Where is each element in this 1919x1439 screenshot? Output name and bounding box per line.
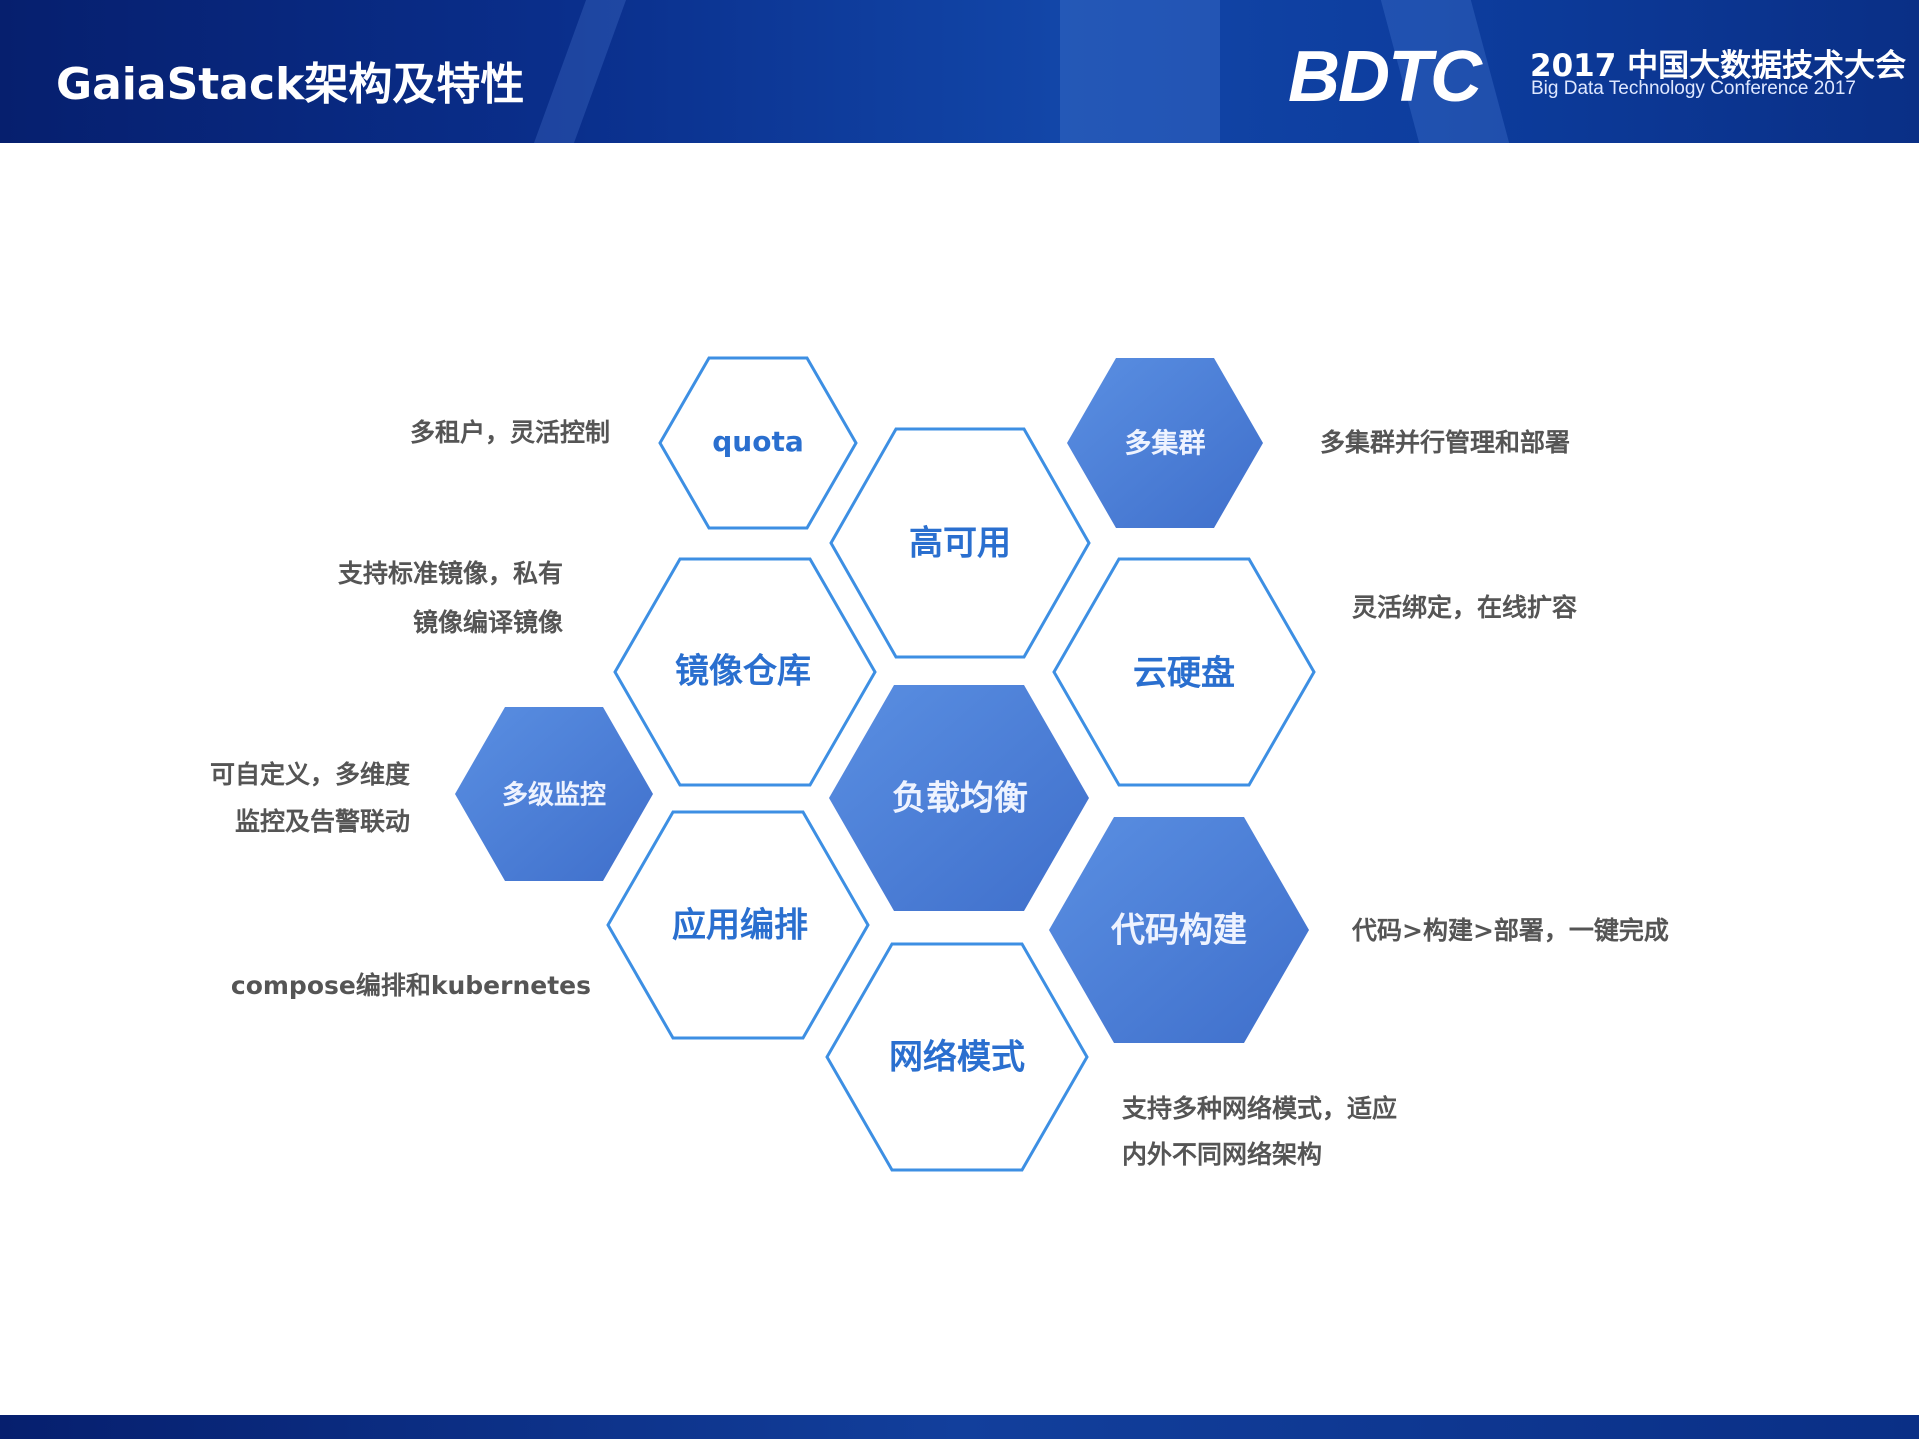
svg-text:应用编排: 应用编排 bbox=[672, 906, 808, 946]
hex-monitoring: 多级监控 bbox=[455, 707, 653, 881]
svg-text:quota: quota bbox=[712, 425, 804, 458]
svg-text:多集群: 多集群 bbox=[1125, 428, 1206, 460]
desc-code-build: 代码>构建>部署，一键完成 bbox=[1351, 916, 1669, 945]
desc-cloud-disk: 灵活绑定，在线扩容 bbox=[1352, 593, 1577, 622]
bdtc-logo: BDTC bbox=[1288, 37, 1482, 117]
slide-title: GaiaStack架构及特性 bbox=[56, 59, 525, 110]
svg-text:镜像仓库: 镜像仓库 bbox=[675, 652, 811, 692]
hex-load-balancing: 负载均衡 bbox=[829, 685, 1089, 911]
hex-quota: quota bbox=[658, 356, 858, 530]
desc-network-line1: 支持多种网络模式，适应 bbox=[1122, 1094, 1397, 1123]
desc-quota: 多租户，灵活控制 bbox=[410, 418, 610, 447]
slide-footer-bar bbox=[0, 1415, 1919, 1439]
slide-header: GaiaStack架构及特性 BDTC 2017 中国大数据技术大会 Big D… bbox=[0, 0, 1919, 143]
desc-monitoring-line1: 可自定义，多维度 bbox=[210, 760, 410, 789]
hex-high-availability: 高可用 bbox=[829, 427, 1091, 659]
hex-network-mode: 网络模式 bbox=[825, 942, 1089, 1172]
svg-text:代码构建: 代码构建 bbox=[1110, 911, 1247, 951]
svg-text:网络模式: 网络模式 bbox=[889, 1038, 1025, 1078]
desc-orchestration: compose编排和kubernetes bbox=[231, 971, 591, 1000]
svg-text:多级监控: 多级监控 bbox=[502, 780, 606, 811]
desc-registry-line1: 支持标准镜像，私有 bbox=[338, 559, 563, 588]
header-decoration bbox=[1060, 0, 1220, 143]
hex-image-registry: 镜像仓库 bbox=[613, 557, 877, 787]
desc-registry-line2: 镜像编译镜像 bbox=[413, 608, 563, 637]
hex-orchestration: 应用编排 bbox=[606, 810, 870, 1040]
desc-monitoring-line2: 监控及告警联动 bbox=[235, 807, 410, 836]
desc-network-line2: 内外不同网络架构 bbox=[1122, 1140, 1322, 1169]
conference-name-cn: 2017 中国大数据技术大会 bbox=[1530, 48, 1907, 84]
desc-multi-cluster: 多集群并行管理和部署 bbox=[1320, 428, 1570, 457]
hex-multi-cluster: 多集群 bbox=[1067, 358, 1263, 528]
hex-cloud-disk: 云硬盘 bbox=[1052, 557, 1316, 787]
hex-code-build: 代码构建 bbox=[1049, 817, 1309, 1043]
svg-text:高可用: 高可用 bbox=[909, 524, 1011, 564]
svg-text:云硬盘: 云硬盘 bbox=[1133, 654, 1235, 694]
conference-name-en: Big Data Technology Conference 2017 bbox=[1531, 78, 1856, 99]
svg-text:负载均衡: 负载均衡 bbox=[892, 779, 1028, 819]
